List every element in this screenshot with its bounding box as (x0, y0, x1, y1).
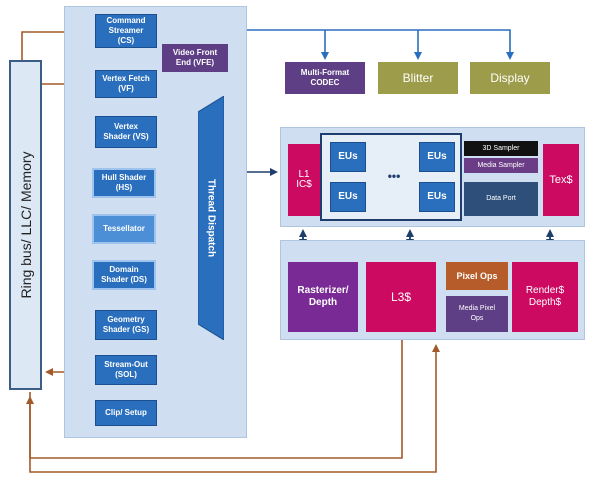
eu-ellipsis: ••• (387, 169, 401, 183)
vertex-shader-block: Vertex Shader (VS) (95, 116, 157, 148)
clip-setup-block: Clip/ Setup (95, 400, 157, 426)
display-block: Display (470, 62, 550, 94)
3d-sampler-block: 3D Sampler (464, 141, 538, 156)
texture-cache-block: Tex$ (543, 144, 579, 216)
geometry-shader-block: Geometry Shader (GS) (95, 310, 157, 340)
command-streamer-block: Command Streamer (CS) (95, 14, 157, 48)
ring-bus-label: Ring bus/ LLC/ Memory (17, 151, 34, 299)
thread-dispatch-block: Thread Dispatch (198, 96, 224, 340)
video-front-end-block: Video Front End (VFE) (162, 44, 228, 72)
cs-to-display-arrow (157, 29, 514, 60)
render-depth-cache-block: Render$ Depth$ (512, 262, 578, 332)
l3-cache-block: L3$ (366, 262, 436, 332)
l1-icache-block: L1 IC$ (288, 144, 320, 216)
media-sampler-block: Media Sampler (464, 158, 538, 173)
pixel-ops-block: Pixel Ops (446, 262, 508, 290)
l3-to-ringbus-arrow (26, 335, 403, 459)
thread-dispatch-label: Thread Dispatch (205, 178, 217, 258)
eu-block: EUs (419, 182, 455, 212)
eu-block: EUs (330, 182, 366, 212)
domain-shader-block: Domain Shader (DS) (92, 260, 156, 290)
ring-bus-memory: Ring bus/ LLC/ Memory (9, 60, 42, 390)
media-pixel-ops-block: Media Pixel Ops (446, 296, 508, 332)
vertex-fetch-block: Vertex Fetch (VF) (95, 70, 157, 98)
codec-block: Multi-Format CODEC (285, 62, 365, 94)
blitter-block: Blitter (378, 62, 458, 94)
tessellator-block: Tessellator (92, 214, 156, 244)
eu-block: EUs (330, 142, 366, 172)
rasterizer-depth-block: Rasterizer/ Depth (288, 262, 358, 332)
hull-shader-block: Hull Shader (HS) (92, 168, 156, 198)
stream-out-block: Stream-Out (SOL) (95, 355, 157, 385)
eu-block: EUs (419, 142, 455, 172)
data-port-block: Data Port (464, 182, 538, 216)
